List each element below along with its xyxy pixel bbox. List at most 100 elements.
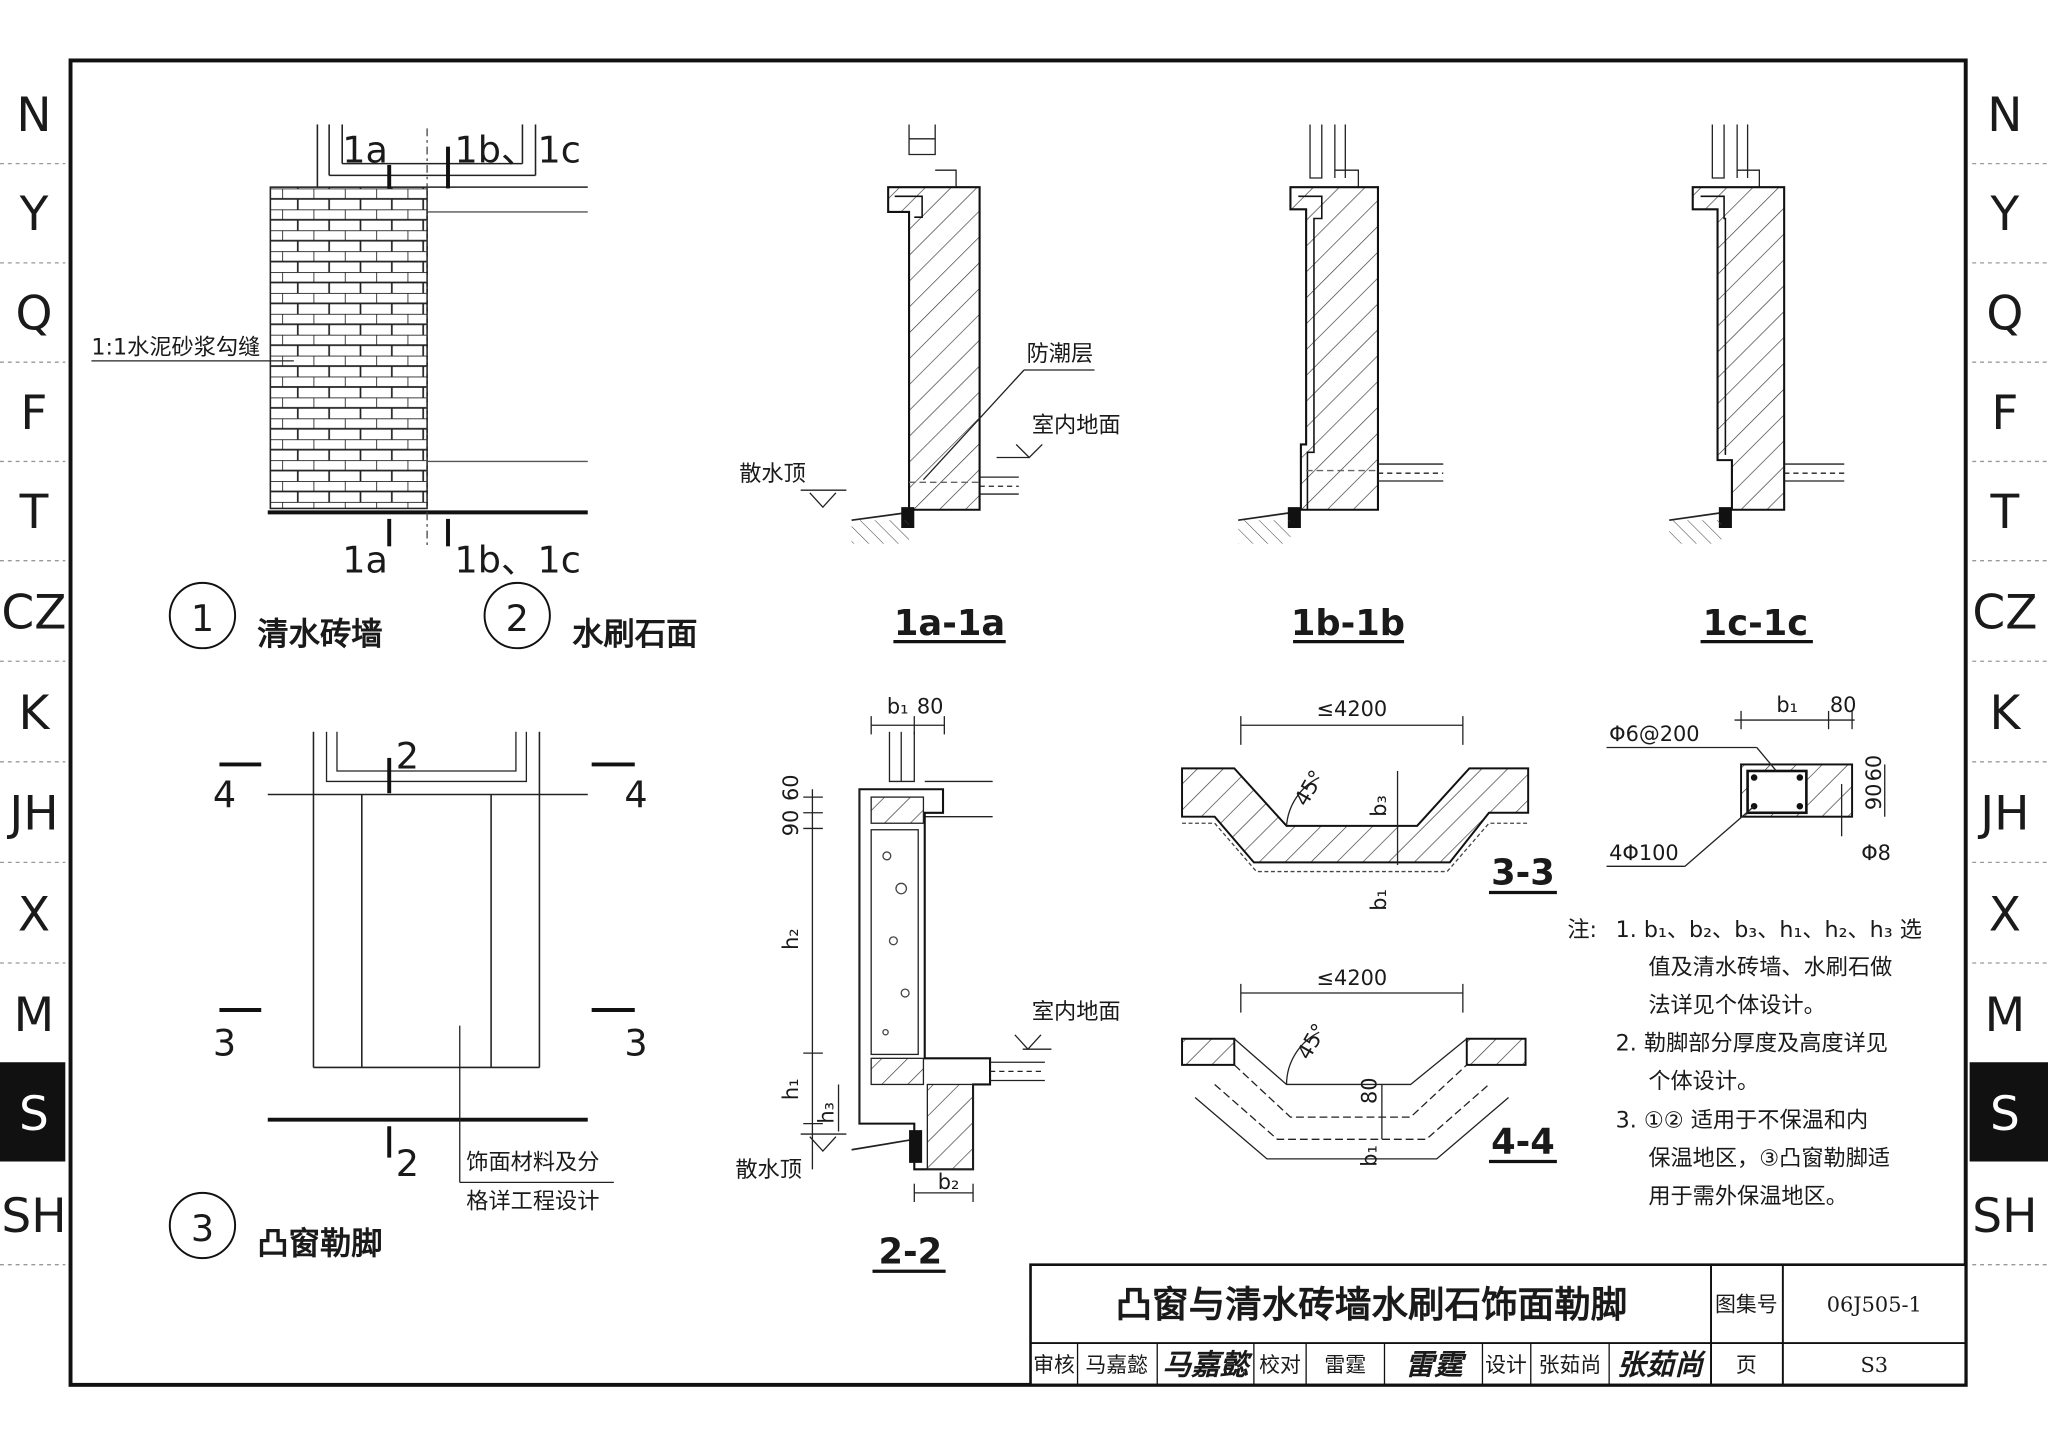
note-line-7: 保温地区，③凸窗勒脚适	[1648, 1145, 1890, 1171]
svg-text:F: F	[20, 386, 47, 441]
section-title-1c: 1c-1c	[1703, 603, 1808, 644]
dim-33-angle: 45°	[1290, 766, 1329, 810]
svg-text:Y: Y	[1990, 187, 2020, 242]
view-title-2-text: 水刷石面	[572, 616, 697, 652]
dim-22-h1: h₁	[779, 1079, 803, 1101]
cut-2-top: 2	[396, 734, 419, 777]
side-tab-s-right[interactable]: S	[1969, 1062, 2048, 1162]
finish-note-line1: 饰面材料及分	[466, 1149, 599, 1175]
svg-text:1: 1	[191, 597, 214, 640]
side-tab-t-right[interactable]: T	[1990, 485, 2020, 540]
section-1b-1b: 1b-1b	[1238, 124, 1444, 644]
side-tab-t-left[interactable]: T	[19, 485, 49, 540]
section-2-2: b₁ 80 90 60 h₂ h₁ h₃ b₂ 室内地面 散水顶 2-2	[735, 695, 1121, 1273]
apron-top-label-2: 散水顶	[735, 1157, 802, 1183]
svg-text:K: K	[1989, 686, 2021, 741]
view-title-1-text: 清水砖墙	[257, 616, 382, 652]
indoor-floor-label-2: 室内地面	[1032, 999, 1121, 1025]
dim-33-b1: b₁	[1367, 889, 1391, 911]
main-bar-label: 4Φ100	[1609, 841, 1679, 865]
indoor-floor-label: 室内地面	[1032, 413, 1121, 439]
mortar-joint-note: 1:1水泥砂浆勾缝	[91, 334, 260, 360]
svg-text:3: 3	[191, 1207, 214, 1250]
note-line-5: 个体设计。	[1648, 1068, 1759, 1094]
side-tab-m-right[interactable]: M	[1985, 988, 2026, 1043]
svg-text:X: X	[1989, 887, 2021, 942]
atlas-number: 06J505-1	[1827, 1293, 1922, 1317]
side-tab-f-left[interactable]: F	[20, 386, 47, 441]
side-tab-sh-right[interactable]: SH	[1972, 1189, 2037, 1244]
svg-text:N: N	[16, 88, 51, 143]
side-tab-x-right[interactable]: X	[1989, 887, 2021, 942]
svg-text:SH: SH	[1972, 1189, 2037, 1244]
side-tab-k-right[interactable]: K	[1989, 686, 2021, 741]
dim-22-60: 60	[779, 774, 803, 801]
section-3-3: ≤4200 45° b₃ b₁ 3-3	[1181, 697, 1557, 911]
damp-proof-label: 防潮层	[1027, 341, 1094, 367]
check-label: 校对	[1259, 1353, 1301, 1377]
svg-text:N: N	[1987, 88, 2022, 143]
view-title-3: 3 凸窗勒脚	[168, 1191, 383, 1262]
cut-4-right: 4	[624, 774, 647, 817]
cut-1bc-bottom: 1b、1c	[455, 538, 581, 581]
dim-33-span: ≤4200	[1317, 697, 1388, 721]
cut-3-left: 3	[213, 1022, 236, 1065]
svg-text:Q: Q	[15, 287, 52, 342]
side-tab-jh-left[interactable]: JH	[6, 787, 58, 842]
title-block: 凸窗与清水砖墙水刷石饰面勒脚 图集号 06J505-1 页 S3 审核 马嘉懿 …	[1029, 1263, 1968, 1387]
review-signature: 马嘉懿	[1162, 1347, 1252, 1381]
review-label: 审核	[1033, 1353, 1075, 1377]
section-1c-1c: 1c-1c	[1669, 124, 1845, 644]
side-tab-cz-right[interactable]: CZ	[1972, 586, 2037, 641]
svg-text:Y: Y	[19, 187, 49, 242]
svg-text:S: S	[1990, 1087, 2020, 1142]
section-title-1a: 1a-1a	[894, 603, 1005, 644]
side-tab-x-left[interactable]: X	[18, 887, 50, 942]
side-tab-s-left[interactable]: S	[0, 1062, 66, 1162]
notes-prefix: 注:	[1567, 917, 1597, 943]
side-tab-n-right[interactable]: N	[1987, 88, 2022, 143]
cut-1a-bottom: 1a	[342, 538, 388, 581]
drawing-title: 凸窗与清水砖墙水刷石饰面勒脚	[1115, 1283, 1627, 1326]
side-tab-y-left[interactable]: Y	[19, 187, 49, 242]
side-tab-y-right[interactable]: Y	[1990, 187, 2020, 242]
section-title-22: 2-2	[879, 1231, 943, 1272]
svg-text:Q: Q	[1986, 287, 2023, 342]
elevation-brick-wall: 1a 1b、1c 1a 1b、1c 1:1水泥砂浆勾缝	[91, 124, 588, 581]
side-tab-q-right[interactable]: Q	[1986, 287, 2023, 342]
apron-top-label: 散水顶	[739, 461, 806, 487]
note-line-4: 2. 勒脚部分厚度及高度详见	[1616, 1030, 1888, 1056]
svg-text:JH: JH	[6, 787, 58, 842]
check-signature: 雷霆	[1405, 1347, 1467, 1381]
page-label: 页	[1736, 1353, 1757, 1377]
svg-text:2: 2	[506, 597, 529, 640]
side-index-left: N Y Q F T CZ K JH X M S SH	[0, 88, 67, 1266]
side-tab-n-left[interactable]: N	[16, 88, 51, 143]
svg-text:CZ: CZ	[1, 586, 66, 641]
side-tab-q-left[interactable]: Q	[15, 287, 52, 342]
finish-note-line2: 格详工程设计	[466, 1189, 599, 1215]
cut-1bc-top: 1b、1c	[455, 128, 581, 171]
view-title-1: 1 清水砖墙	[168, 581, 383, 652]
svg-text:K: K	[19, 686, 51, 741]
side-tab-f-right[interactable]: F	[1991, 386, 2018, 441]
side-tab-k-left[interactable]: K	[19, 686, 51, 741]
side-tab-sh-left[interactable]: SH	[1, 1189, 66, 1244]
page-number: S3	[1860, 1353, 1888, 1377]
bar-label: Φ8	[1861, 841, 1891, 865]
design-name: 张茹尚	[1539, 1353, 1602, 1377]
design-label: 设计	[1485, 1353, 1527, 1377]
atlas-label: 图集号	[1715, 1293, 1778, 1317]
side-tab-cz-left[interactable]: CZ	[1, 586, 66, 641]
note-line-8: 用于需外保温地区。	[1648, 1183, 1848, 1209]
general-notes: 注: 1. b₁、b₂、b₃、h₁、h₂、h₃ 选 值及清水砖墙、水刷石做 法详…	[1567, 917, 1922, 1209]
dim-44-angle: 45°	[1292, 1019, 1331, 1063]
side-index-right: N Y Q F T CZ K JH X M S SH	[1969, 88, 2048, 1266]
side-tab-jh-right[interactable]: JH	[1977, 787, 2029, 842]
svg-text:T: T	[1990, 485, 2020, 540]
note-line-6: 3. ①② 适用于不保温和内	[1616, 1108, 1869, 1134]
review-name: 马嘉懿	[1085, 1353, 1148, 1377]
dim-44-80: 80	[1358, 1077, 1382, 1104]
side-tab-m-left[interactable]: M	[14, 988, 55, 1043]
